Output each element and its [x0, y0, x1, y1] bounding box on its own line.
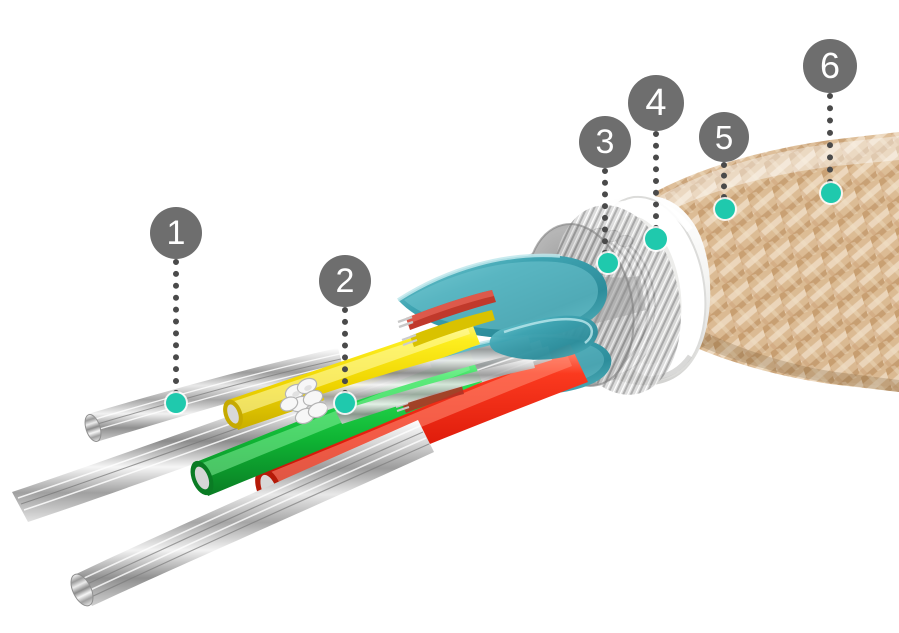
leader-line-5: [721, 162, 733, 200]
end-dot-3: [598, 253, 618, 273]
foil-shield-front-flap: [489, 315, 598, 360]
end-dot-6: [821, 183, 841, 203]
end-dot-5: [715, 199, 735, 219]
callout-marker-4[interactable]: 4: [628, 75, 684, 131]
inner-white-strands: [322, 336, 535, 424]
callout-marker-6[interactable]: 6: [803, 39, 857, 93]
leader-line-6: [827, 93, 839, 185]
callout-marker-3[interactable]: 3: [579, 116, 631, 168]
leader-line-1: [173, 259, 185, 396]
leader-line-3: [602, 168, 614, 256]
green-insulated-wire: [190, 352, 482, 496]
leader-line-2: [342, 307, 354, 396]
callout-marker-5[interactable]: 5: [699, 112, 749, 162]
end-dot-4: [645, 228, 667, 250]
white-strand-cluster: [279, 377, 329, 425]
callout-marker-1[interactable]: 1: [150, 207, 202, 259]
end-dot-1: [166, 393, 186, 413]
callout-marker-2[interactable]: 2: [319, 255, 371, 307]
small-signal-wires: [395, 290, 496, 413]
leader-line-4: [653, 131, 665, 231]
end-dot-2: [335, 393, 355, 413]
